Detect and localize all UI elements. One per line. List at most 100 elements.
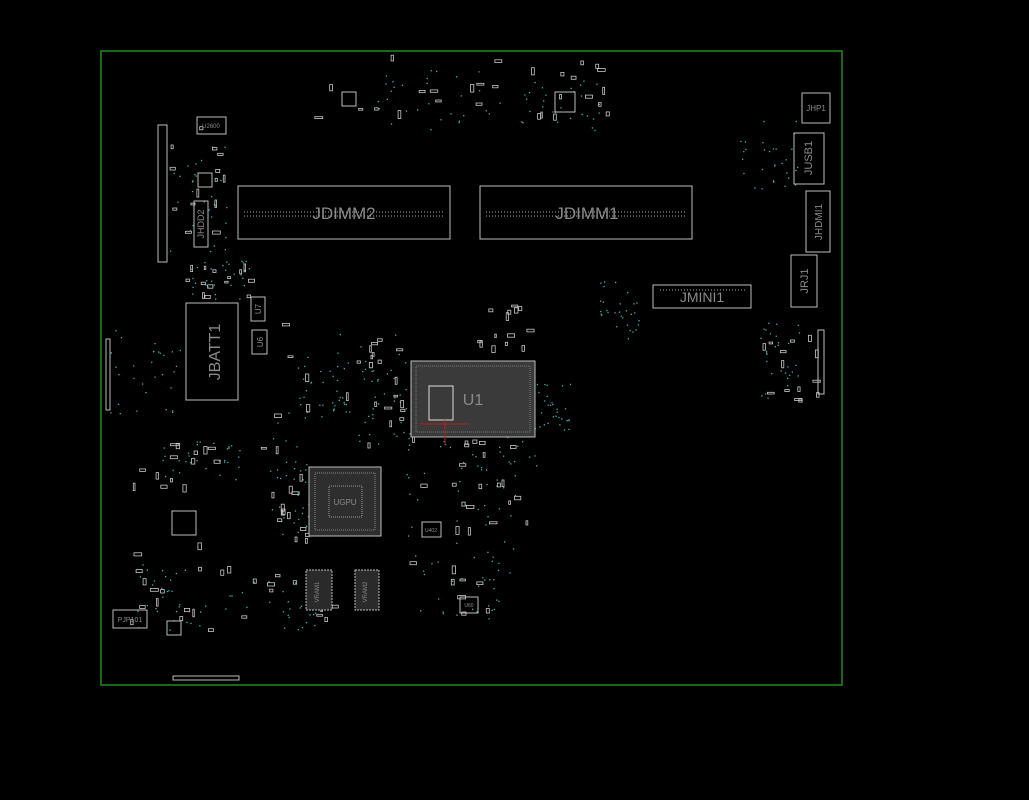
u6-chip[interactable]: U6 bbox=[251, 329, 268, 355]
via-dot bbox=[430, 129, 432, 131]
via-dot bbox=[285, 440, 287, 442]
via-dot bbox=[300, 470, 302, 472]
smd-component bbox=[525, 520, 529, 526]
smd-component bbox=[183, 608, 191, 613]
via-dot bbox=[503, 455, 505, 457]
via-dot bbox=[600, 313, 602, 315]
qfn-chip-bottom-left[interactable] bbox=[166, 620, 182, 636]
via-dot bbox=[172, 411, 174, 413]
via-dot bbox=[600, 300, 602, 302]
via-dot bbox=[295, 461, 297, 463]
jhp1-connector[interactable]: JHP1 bbox=[801, 92, 831, 124]
jusb1-connector[interactable]: JUSB1 bbox=[793, 132, 825, 185]
via-dot bbox=[437, 561, 439, 563]
via-dot bbox=[765, 329, 767, 331]
via-dot bbox=[488, 605, 490, 607]
via-dot bbox=[345, 411, 347, 413]
u402-label: U402 bbox=[425, 528, 437, 534]
via-dot bbox=[280, 477, 282, 480]
via-dot bbox=[423, 570, 425, 572]
jrj1-connector[interactable]: JRJ1 bbox=[790, 254, 818, 308]
via-dot bbox=[344, 403, 346, 405]
smd-component bbox=[420, 483, 428, 488]
via-dot bbox=[304, 481, 307, 483]
via-dot bbox=[302, 507, 304, 509]
via-dot bbox=[538, 391, 540, 394]
via-dot bbox=[199, 441, 201, 443]
left-edge-connector[interactable] bbox=[105, 338, 111, 411]
via-dot bbox=[192, 286, 194, 288]
smd-component bbox=[784, 389, 790, 392]
via-dot bbox=[614, 312, 616, 314]
qfn-chip-lower-left[interactable] bbox=[171, 510, 197, 536]
via-dot bbox=[187, 165, 189, 167]
smd-component bbox=[396, 348, 404, 352]
jhdd2-connector[interactable]: JHDD2 bbox=[193, 200, 209, 248]
u1-cpu[interactable]: U1 bbox=[410, 360, 536, 445]
via-dot bbox=[552, 111, 554, 113]
via-dot bbox=[579, 84, 582, 86]
smd-component bbox=[598, 102, 602, 107]
via-dot bbox=[171, 410, 174, 412]
via-dot bbox=[146, 569, 148, 571]
gpu-chip[interactable]: UGPU bbox=[308, 466, 382, 537]
via-dot bbox=[225, 222, 227, 224]
via-dot bbox=[136, 410, 138, 412]
via-dot bbox=[385, 75, 388, 77]
via-dot bbox=[162, 459, 164, 462]
via-dot bbox=[620, 315, 622, 317]
via-dot bbox=[161, 570, 164, 572]
via-dot bbox=[298, 518, 300, 520]
via-dot bbox=[215, 205, 217, 207]
smd-component bbox=[451, 482, 457, 487]
via-dot bbox=[744, 141, 747, 143]
via-dot bbox=[409, 493, 411, 495]
via-dot bbox=[795, 364, 797, 366]
via-dot bbox=[192, 277, 194, 280]
via-dot bbox=[226, 206, 228, 209]
via-dot bbox=[774, 346, 776, 348]
u7-chip[interactable]: U7 bbox=[250, 296, 266, 322]
pjp101-pad[interactable]: PJP101 bbox=[112, 609, 148, 629]
smd-component bbox=[271, 491, 275, 499]
smd-component bbox=[203, 446, 208, 455]
right-edge-connector[interactable] bbox=[817, 329, 825, 395]
u60-chip[interactable]: U60 bbox=[459, 596, 479, 614]
u402-chip[interactable]: U402 bbox=[421, 521, 442, 538]
qfn-chip-top-right[interactable] bbox=[554, 91, 576, 113]
via-dot bbox=[277, 469, 279, 471]
via-dot bbox=[499, 102, 501, 104]
via-dot bbox=[329, 370, 331, 372]
via-dot bbox=[440, 119, 442, 121]
jbatt1-connector[interactable]: JBATT1 bbox=[185, 302, 239, 401]
jdimm2-slot[interactable]: JDIMM2 bbox=[237, 185, 451, 240]
u2600-chip[interactable]: U2600 bbox=[196, 116, 227, 135]
via-dot bbox=[496, 485, 498, 487]
smd-component bbox=[514, 307, 519, 314]
via-dot bbox=[241, 260, 243, 262]
qfn-chip-top-left[interactable] bbox=[341, 91, 357, 107]
smd-component bbox=[207, 446, 216, 450]
left-long-connector[interactable] bbox=[157, 124, 168, 263]
bottom-edge-connector[interactable] bbox=[172, 675, 240, 681]
via-dot bbox=[795, 120, 797, 123]
smd-component bbox=[172, 207, 178, 211]
via-dot bbox=[301, 626, 304, 629]
jmini1-slot[interactable]: JMINI1 bbox=[652, 284, 752, 309]
smd-component bbox=[358, 108, 364, 111]
via-dot bbox=[461, 467, 463, 470]
via-dot bbox=[776, 323, 778, 325]
via-dot bbox=[215, 298, 217, 300]
via-dot bbox=[287, 601, 289, 603]
vram-chip-2[interactable]: VRAM2 bbox=[354, 569, 380, 611]
via-dot bbox=[638, 320, 640, 322]
jhdmi1-connector[interactable]: JHDMI1 bbox=[805, 190, 831, 253]
via-dot bbox=[115, 330, 117, 332]
jdimm1-slot[interactable]: JDIMM1 bbox=[479, 185, 693, 240]
smd-component bbox=[461, 611, 467, 616]
via-dot bbox=[559, 424, 561, 426]
vram-chip-1[interactable]: VRAM1 bbox=[305, 569, 333, 611]
smd-component bbox=[570, 75, 577, 80]
qfn-chip-left[interactable] bbox=[197, 172, 213, 188]
